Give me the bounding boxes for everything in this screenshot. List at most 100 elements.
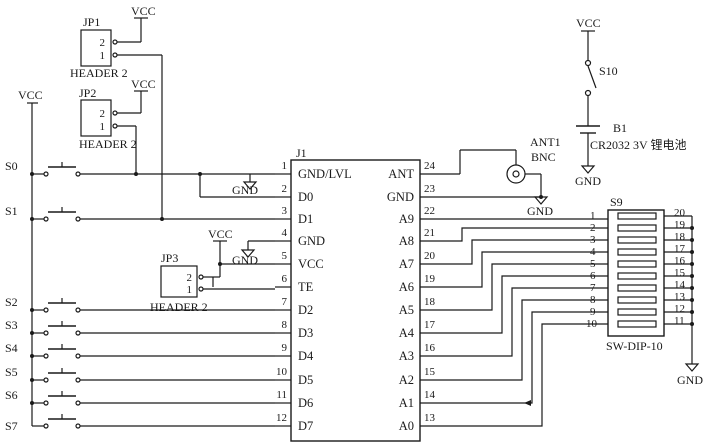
switch-s6: S6	[5, 388, 275, 406]
ic-pin-num: 3	[282, 205, 288, 217]
ic-pin-name: D2	[298, 303, 313, 317]
dip-right-pin-nums: 20 19 18 17 16 15 14 13 12 11	[674, 207, 686, 327]
dip-pin-num: 14	[674, 279, 686, 291]
ic-pin-name: D3	[298, 326, 313, 340]
gnd-pin4: GND	[232, 240, 275, 267]
ic-pin-name: D6	[298, 396, 313, 410]
ic-pin-name: ANT	[388, 167, 414, 181]
ic-pin-name: A3	[399, 349, 414, 363]
ic-pin-name: GND/LVL	[298, 167, 352, 181]
ic-pin-name: A8	[399, 234, 414, 248]
vcc-label: VCC	[18, 88, 43, 102]
ic-pin-name: A9	[399, 212, 414, 226]
vcc-label: VCC	[208, 227, 233, 241]
header-type: HEADER 2	[79, 137, 137, 151]
battery-desc: CR2032 3V 锂电池	[590, 137, 686, 152]
dip-switch-s9: S9 1 2 3 4 5 6 7 8 9 10	[586, 195, 703, 387]
ic-pin-name: GND	[298, 234, 325, 248]
vcc-label: VCC	[131, 77, 156, 91]
dip-pin-num: 16	[674, 255, 686, 267]
ic-pin-num: 9	[282, 342, 288, 354]
dip-pin-num: 12	[674, 303, 685, 315]
dip-toggles	[617, 212, 657, 328]
power-switch-label: S10	[599, 64, 618, 78]
gnd-label: GND	[232, 253, 258, 267]
ic-pin-num: 14	[424, 389, 436, 401]
ic-pin-num: 8	[282, 319, 288, 331]
dip-pin-num: 18	[674, 231, 686, 243]
dip-pin-num: 13	[674, 291, 686, 303]
ic-pin-num: 10	[276, 366, 288, 378]
ic-pin-name: A4	[399, 326, 415, 340]
antenna-type: BNC	[531, 150, 556, 164]
ic-pin-name: A1	[399, 396, 414, 410]
ic-pin-num: 17	[424, 319, 436, 331]
ic-pin-num: 24	[424, 160, 436, 172]
switch-label: S4	[5, 341, 18, 355]
vcc-label: VCC	[131, 4, 156, 18]
ic-pin-name: A0	[399, 419, 414, 433]
switch-s4: S4	[5, 341, 275, 359]
switch-label: S3	[5, 318, 18, 332]
header-pin-num: 2	[100, 37, 106, 49]
ic-pin-num: 5	[282, 250, 288, 262]
header-pin-num: 2	[100, 108, 106, 120]
ic-ref-label: J1	[296, 146, 307, 160]
ic-pin-name: D4	[298, 349, 314, 363]
ic-pin-name: D0	[298, 190, 313, 204]
ic-pin-num: 22	[424, 205, 435, 217]
gnd-label: GND	[677, 373, 703, 387]
dip-pin-num: 20	[674, 207, 686, 219]
header-jp1: JP1 2 1 HEADER 2 VCC	[70, 4, 164, 221]
header-jp3: VCC JP3 2 1 HEADER 2	[150, 227, 275, 314]
ic-pin-name: A7	[399, 257, 414, 271]
dip-pin-num: 19	[674, 219, 686, 231]
header-ref: JP2	[79, 86, 96, 100]
ic-pin-name: D5	[298, 373, 313, 387]
gnd-label: GND	[575, 174, 601, 188]
header-ref: JP1	[83, 15, 100, 29]
ic-pin-num: 20	[424, 250, 436, 262]
switch-label: S1	[5, 204, 18, 218]
ic-left-pins: 1 2 3 4 5 6 7 8 9 10 11 12 GND/LVL D0 D1…	[275, 160, 352, 433]
ic-pin-name: VCC	[298, 257, 324, 271]
vcc-label: VCC	[576, 16, 601, 30]
header-type: HEADER 2	[150, 300, 208, 314]
battery-ref: B1	[613, 121, 627, 135]
switch-label: S6	[5, 388, 18, 402]
header-ref: JP3	[161, 251, 178, 265]
header-pin-num: 1	[100, 121, 106, 133]
header-jp2: JP2 2 1 HEADER 2 VCC	[79, 77, 156, 176]
ic-pin-num: 2	[282, 183, 288, 195]
header-type: HEADER 2	[70, 66, 128, 80]
switch-label: S7	[5, 419, 18, 433]
ic-pin-num: 6	[282, 273, 288, 285]
dip-pin-num: 11	[674, 315, 685, 327]
switch-label: S0	[5, 159, 18, 173]
ic-pin-num: 15	[424, 366, 436, 378]
ic-pin-name: A6	[399, 280, 414, 294]
ic-pin-name: TE	[298, 280, 314, 294]
ic-pin-num: 1	[282, 160, 288, 172]
switch-s5: S5	[5, 365, 275, 383]
switch-s7: S7	[5, 414, 275, 433]
antenna-ant1: ANT1 BNC GND	[440, 135, 561, 218]
ic-pin-name: D1	[298, 212, 313, 226]
switch-s1: S1	[5, 204, 275, 222]
ic-pin-num: 12	[276, 412, 287, 424]
ic-pin-name: D7	[298, 419, 313, 433]
dip-pin-num: 17	[674, 243, 686, 255]
d0-net	[198, 172, 275, 198]
dip-pin-num: 15	[674, 267, 686, 279]
switch-label: S5	[5, 365, 18, 379]
left-vcc-rail: VCC	[18, 88, 43, 426]
push-buttons: S0 S1 S2 S3	[5, 159, 275, 433]
header-pin-num: 2	[187, 272, 193, 284]
ic-pin-name: A2	[399, 373, 414, 387]
ic-pin-num: 21	[424, 227, 435, 239]
ic-pin-num: 13	[424, 412, 436, 424]
ic-pin-num: 4	[282, 227, 288, 239]
ic-pin-num: 7	[282, 296, 288, 308]
ic-pin-name: GND	[387, 190, 414, 204]
